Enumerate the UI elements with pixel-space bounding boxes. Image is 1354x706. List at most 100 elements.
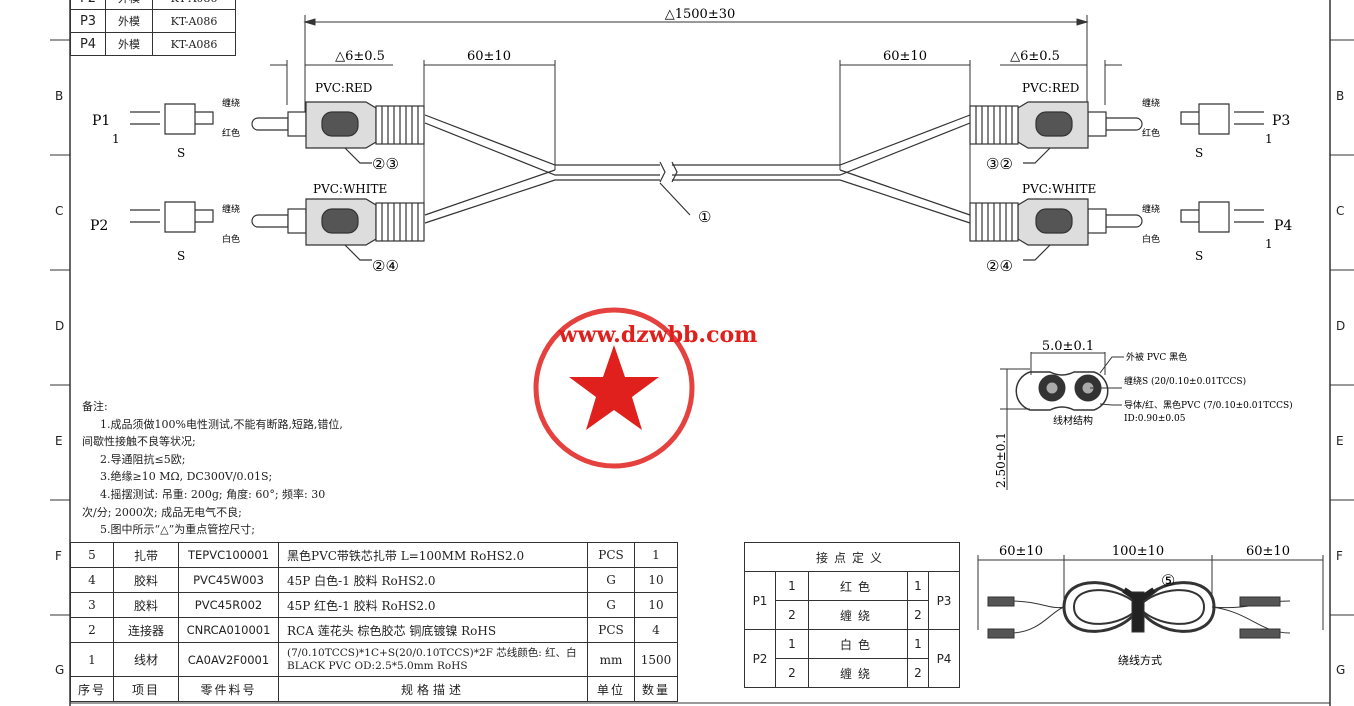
row-letter-g-left: G: [55, 663, 65, 677]
pvc-red-left: PVC:RED: [315, 81, 372, 95]
pin-1-p3: 1: [1265, 132, 1273, 146]
cable-cross-section: [1000, 352, 1124, 490]
cell-item: 胶料: [113, 592, 179, 618]
cell-unit: mm: [587, 642, 635, 677]
cross-section-width: 5.0±0.1: [1042, 339, 1094, 354]
note-line: 1.成品须做100%电性测试,不能有断路,短路,错位,: [100, 417, 343, 431]
cell-unit: G: [587, 592, 635, 618]
cell-unit: PCS: [587, 617, 635, 643]
rca-connector-p3: [969, 101, 1143, 149]
winding-dim-left: 60±10: [999, 544, 1043, 559]
tip-right-dimension: △6±0.5: [1010, 49, 1060, 64]
callout-1: ①: [698, 208, 711, 226]
total-length-dimension: [303, 15, 1089, 125]
cell-desc: (7/0.10TCCS)*1C+S(20/0.10TCCS)*2F 芯线颜色: …: [278, 642, 588, 677]
notes-title: 备注:: [82, 400, 108, 413]
callout-2-4-left: ②④: [372, 257, 399, 275]
cell-left-pin: 1: [775, 629, 809, 659]
cell-item: 外模: [105, 9, 153, 33]
cell-signal: 缠绕: [808, 600, 908, 630]
row-letter-d-right: D: [1336, 319, 1346, 333]
winding-diagram: [977, 555, 1324, 639]
cell-signal: 缠绕: [808, 658, 908, 688]
pvc-white-left: PVC:WHITE: [313, 182, 387, 196]
row-letter-b-right: B: [1336, 89, 1345, 103]
winding-dim-mid: 100±10: [1112, 544, 1164, 559]
header-item: 项目: [113, 676, 179, 702]
cell-qty: 1: [634, 542, 678, 568]
rca-connectors: [130, 101, 1264, 261]
contact-table-title: 接点定义: [744, 542, 960, 572]
table-row: 2 缠绕 2: [745, 658, 960, 688]
winding-caption: 绕线方式: [1118, 653, 1162, 667]
row-letter-f-right: F: [1336, 549, 1343, 563]
cell-left-pin: 2: [775, 600, 809, 630]
table-row: P1 1 红色 1 P3: [744, 571, 960, 630]
header-qty: 数量: [634, 676, 678, 702]
cell-right-pin: 2: [907, 600, 929, 630]
p1-red-label: 红色: [222, 127, 240, 139]
cell-qty: 10: [634, 567, 678, 593]
header-code: 零件料号: [178, 676, 279, 702]
cell-left-port: P1: [744, 571, 776, 630]
callout-5: ⑤: [1161, 571, 1175, 590]
row-letter-c-left: C: [55, 204, 64, 218]
table-header-row: 序号项目零件料号规格描述单位数量: [70, 676, 678, 702]
total-length-label: △1500±30: [665, 7, 736, 22]
cell-item: 外模: [105, 32, 153, 56]
pin-s-p3: S: [1195, 146, 1203, 160]
cell-signal: 红色: [808, 571, 908, 601]
cell-p: P2: [70, 0, 106, 10]
cell-code: KT-A086: [152, 0, 236, 10]
cell-code: CA0AV2F0001: [178, 642, 279, 677]
pin-1-p1: 1: [112, 132, 120, 146]
cell-no: 1: [70, 642, 114, 677]
cell-unit: PCS: [587, 542, 635, 568]
cell-desc: 45P 白色-1 胶料 RoHS2.0: [278, 567, 588, 593]
cell-item: 外模: [105, 0, 153, 10]
p1-shield-label: 缠绕: [222, 97, 240, 109]
pin-s-p4: S: [1195, 249, 1203, 263]
row-letter-f-left: F: [55, 549, 62, 563]
shield-spec-label: 缠绕S (20/0.10±0.01TCCS): [1124, 375, 1246, 387]
jacket-label: 外被 PVC 黑色: [1126, 351, 1187, 363]
cell-signal: 白色: [808, 629, 908, 659]
cell-item: 胶料: [113, 567, 179, 593]
note-line: 间歇性接触不良等状况;: [82, 435, 196, 449]
note-line: 次/分; 2000次; 成品无电气不良;: [82, 505, 242, 519]
id-spec-label: ID:0.90±0.05: [1124, 414, 1186, 424]
p3-shield-label: 缠绕: [1142, 97, 1160, 109]
table-row: P2外模KT-A086: [70, 0, 236, 10]
cell-right-port: P4: [928, 629, 960, 688]
winding-dim-right: 60±10: [1246, 544, 1290, 559]
cell-code: KT-A086: [152, 32, 236, 56]
cell-qty: 1500: [634, 642, 678, 677]
row-letter-d-left: D: [55, 319, 65, 333]
pin-s-p2: S: [177, 249, 185, 263]
p4-white-label: 白色: [1142, 233, 1160, 245]
cell-item: 扎带: [113, 542, 179, 568]
label-p2: P2: [90, 218, 108, 234]
row-letter-c-right: C: [1336, 204, 1345, 218]
watermark-url: www.dzwbb.com: [558, 322, 758, 348]
cell-right-pin: 1: [907, 629, 929, 659]
cell-no: 3: [70, 592, 114, 618]
callout-2-4-right: ②④: [986, 257, 1013, 275]
cell-code: TEPVC100001: [178, 542, 279, 568]
cell-right-pin: 1: [907, 571, 929, 601]
cell-left-port: P2: [744, 629, 776, 688]
cell-left-pin: 2: [775, 658, 809, 688]
contact-definition-table: 接点定义 P1 1 红色 1 P3 2 缠绕 2 P2 1 白色 1 P4 2 …: [744, 542, 960, 688]
cell-code: PVC45W003: [178, 567, 279, 593]
cross-section-caption: 线材结构: [1053, 414, 1093, 427]
p2-white-label: 白色: [222, 233, 240, 245]
rca-connector-p2: [251, 198, 425, 246]
p2-shield-label: 缠绕: [222, 203, 240, 215]
header-desc: 规格描述: [278, 676, 588, 702]
